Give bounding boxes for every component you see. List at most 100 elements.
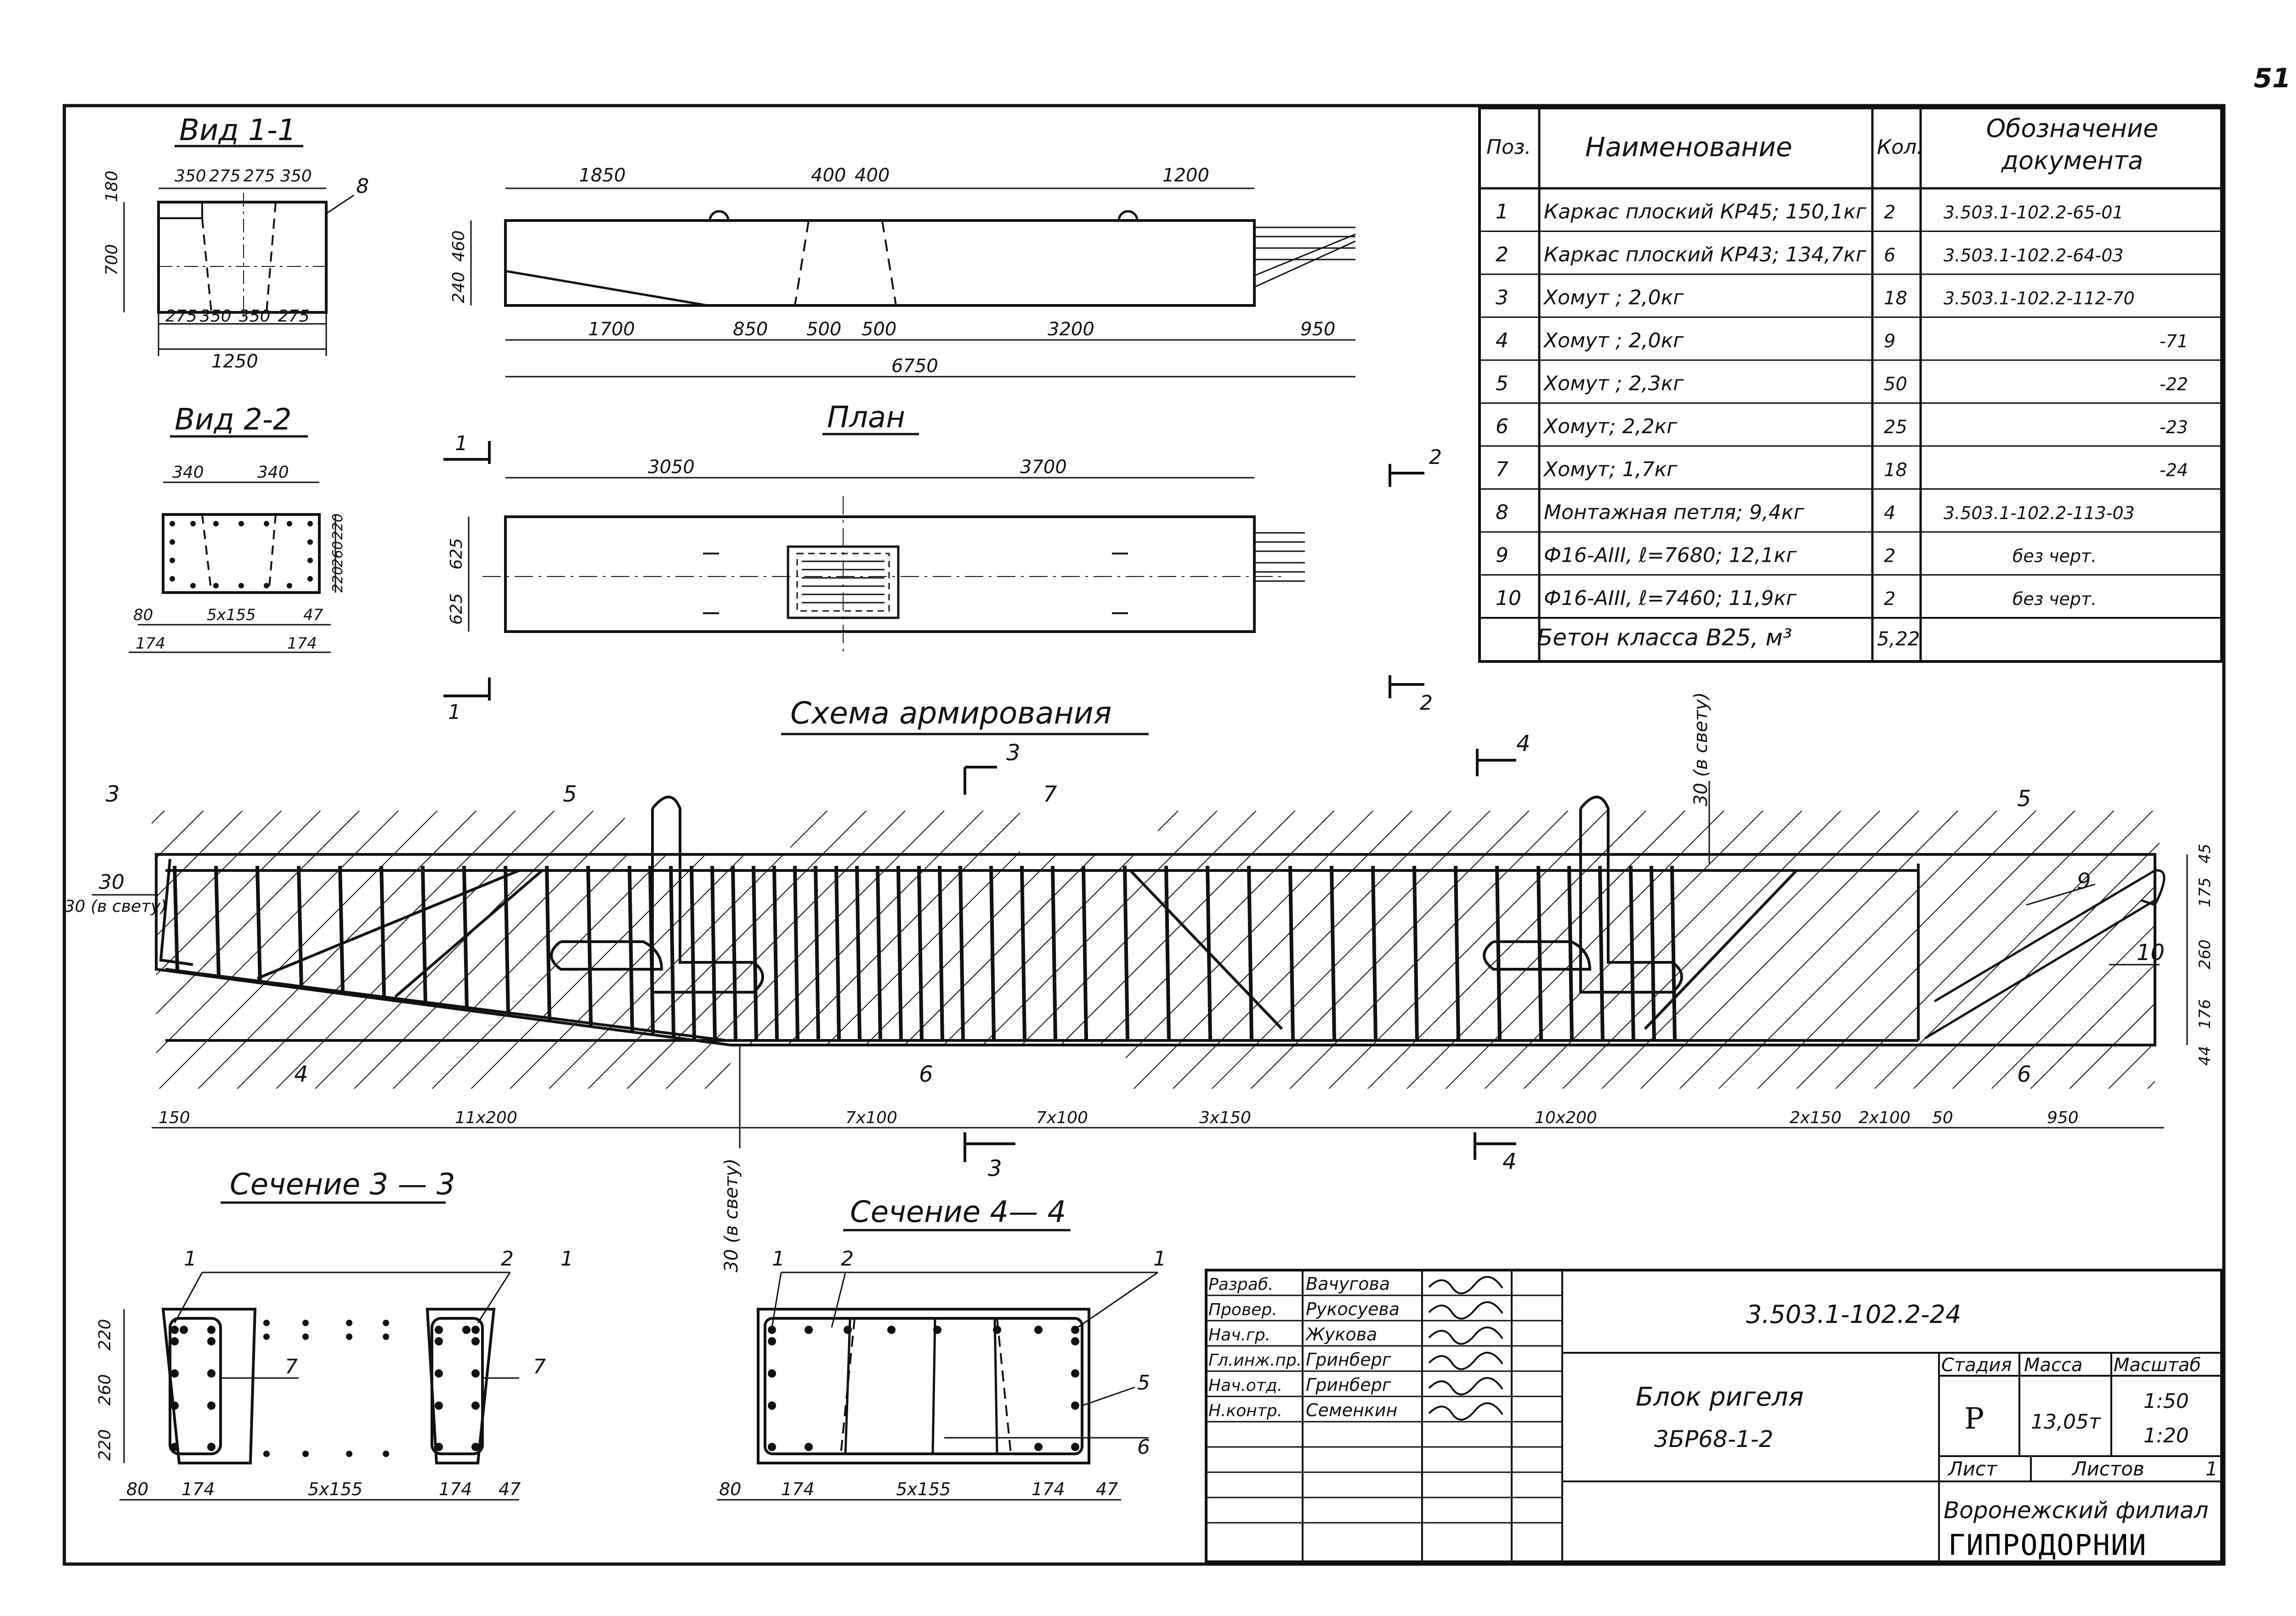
spec-row-pos: 10: [1496, 587, 1521, 610]
stirrup-bar: [917, 865, 924, 1041]
spec-row-doc: -23: [2160, 417, 2188, 437]
page-number: 51: [2254, 62, 2291, 94]
stirrup-bar: [1051, 865, 1057, 1041]
view-2-2-right-dim: 260: [330, 541, 346, 567]
spec-table: Поз. Наименование Кол. Обозначение докум…: [1478, 107, 2223, 663]
elevation-bottom-dim: 500: [806, 319, 841, 340]
plan-top-dim: 3700: [1020, 457, 1067, 478]
section-3-3-bottom-dim: 80: [126, 1479, 148, 1499]
reinf-pos-label: 6: [919, 1062, 933, 1087]
view-1-1-bottom-dim: 275: [165, 307, 197, 326]
reinf-clear-note: 30 (в свету): [64, 897, 167, 916]
elevation-bottom-dim: 1700: [588, 319, 635, 340]
section-4-4-bottom-dim: 47: [1096, 1479, 1118, 1499]
reinforcement-scheme: Схема армирования: [64, 692, 2214, 1272]
elevation-bottom-dim: 500: [862, 319, 896, 340]
spec-row-name: Ф16-АIII, ℓ=7680; 12,1кг: [1544, 544, 1797, 567]
reinf-bottom-dim: 2x100: [1859, 1108, 1910, 1127]
plan-section-mark: 1: [455, 432, 468, 455]
view-1-1-title: Вид 1-1: [179, 113, 296, 147]
title-block-scale-1: 1:50: [2143, 1390, 2189, 1413]
reinf-bottom-dim: 3x150: [1199, 1108, 1251, 1127]
elevation-bottom-dim: 3200: [1048, 319, 1094, 340]
stirrup-bar: [173, 865, 179, 972]
section-3-3-bottom-dim: 47: [499, 1479, 521, 1499]
stirrup-bar: [1330, 865, 1336, 1041]
stirrup-bar: [504, 865, 510, 1016]
view-2-2-bottom-dim-2: 174: [287, 634, 317, 653]
section-4-4-pos: 2: [841, 1247, 854, 1271]
reinf-right-dim: 260: [2196, 939, 2214, 969]
title-block-person: Семенкин: [1306, 1400, 1397, 1420]
stirrup-bar: [669, 865, 675, 1037]
signature-mark: [1428, 1377, 1503, 1396]
section-4-4-pos: 6: [1137, 1435, 1150, 1459]
elevation-top-dim: 1200: [1162, 165, 1209, 186]
reinf-pos-label: 9: [2077, 869, 2091, 894]
signature-mark: [1428, 1276, 1503, 1294]
view-1-1-top-dim: 350: [280, 167, 312, 186]
stirrup-bar: [1247, 865, 1253, 1041]
stirrup-bar: [896, 865, 903, 1041]
stirrup-bar: [628, 865, 634, 1032]
title-block-role: Провер.: [1208, 1300, 1277, 1319]
plan-section-mark: 2: [1429, 446, 1442, 469]
view-1-1-bottom-dim: 350: [239, 307, 271, 326]
stirrup-bar: [214, 865, 221, 978]
beam-elevation: 1850 400 400 1200 240 460 1700 850 500 5…: [449, 165, 1356, 378]
view-2-2-bottom-dim: 5x155: [207, 606, 256, 624]
spec-row-pos: 7: [1496, 458, 1508, 481]
reinf-bottom-dim: 11x200: [455, 1108, 517, 1127]
reinf-section-mark: 4: [1516, 731, 1531, 757]
stirrup-bar: [1536, 865, 1543, 1041]
reinf-right-dim: 44: [2196, 1046, 2214, 1066]
stirrup-bar: [938, 865, 944, 1041]
section-4-4-bottom-dim: 174: [1032, 1479, 1065, 1499]
view-2-2-top-dim: 340: [257, 463, 289, 482]
view-2-2-bottom-dim: 80: [133, 606, 153, 624]
stirrup-bar: [1123, 865, 1129, 1041]
title-block-sheet-label: Лист: [1947, 1458, 1998, 1480]
view-1-1-left-dim: 700: [102, 244, 121, 276]
section-3-3-pos: 1: [184, 1247, 197, 1271]
title-block-name-1: Блок ригеля: [1636, 1382, 1803, 1412]
plan-section-mark: 2: [1420, 691, 1433, 715]
view-2-2-title: Вид 2-2: [175, 403, 292, 437]
reinf-section-mark: 3: [988, 1156, 1002, 1181]
signature-mark: [1428, 1301, 1503, 1320]
beam-plan: План 3050 3700 625 625 1 1 2 2: [443, 401, 1442, 724]
title-block-sheets-value: 1: [2205, 1458, 2218, 1480]
title-block-stage: Р: [1964, 1402, 1984, 1436]
title-block-role: Гл.инж.пр.: [1208, 1351, 1302, 1370]
title-block-role: Нач.отд.: [1208, 1376, 1282, 1395]
title-block-name-2: 3БР68-1-2: [1654, 1426, 1774, 1452]
plan-section-mark: 1: [448, 701, 461, 724]
elevation-left-dim: 240: [449, 271, 468, 303]
reinf-bottom-dim: 7x100: [1036, 1108, 1088, 1127]
title-block-person: Рукосуева: [1306, 1299, 1400, 1319]
reinf-section-mark: 3: [1006, 740, 1020, 766]
plan-left-dim: 625: [447, 538, 466, 570]
stirrup-bar: [380, 865, 386, 999]
reinf-bottom-dim: 2x150: [1790, 1108, 1842, 1127]
spec-row-qty: 6: [1884, 245, 1895, 266]
reinf-right-dim: 175: [2196, 877, 2214, 907]
section-3-3: Сечение 3 — 3 1 2 1 7 7 220 260 220 80: [96, 1168, 573, 1501]
signature-mark: [1428, 1327, 1503, 1345]
stirrup-bar: [1670, 865, 1677, 1041]
stirrup-bar: [1164, 865, 1171, 1041]
spec-row-qty: 50: [1884, 374, 1907, 395]
reinf-clear-note: 30 (в свету): [1690, 692, 1712, 806]
stirrup-bar: [793, 865, 799, 1041]
section-3-3-bottom-dim: 5x155: [308, 1479, 363, 1499]
view-1-1-outline: [157, 201, 328, 314]
stirrup-bar: [731, 865, 737, 1041]
reinf-section-mark: 4: [1502, 1149, 1517, 1175]
elevation-top-dim: 1850: [579, 165, 626, 186]
stirrup-bar: [710, 865, 717, 1043]
reinf-bottom-dim: 950: [2047, 1108, 2079, 1127]
spec-row-pos: 6: [1496, 415, 1508, 438]
title-block-doc-code: 3.503.1-102.2-24: [1746, 1300, 1961, 1329]
view-2-2-top-dim: 340: [172, 463, 204, 482]
view-1-1-total: 1250: [211, 351, 258, 372]
